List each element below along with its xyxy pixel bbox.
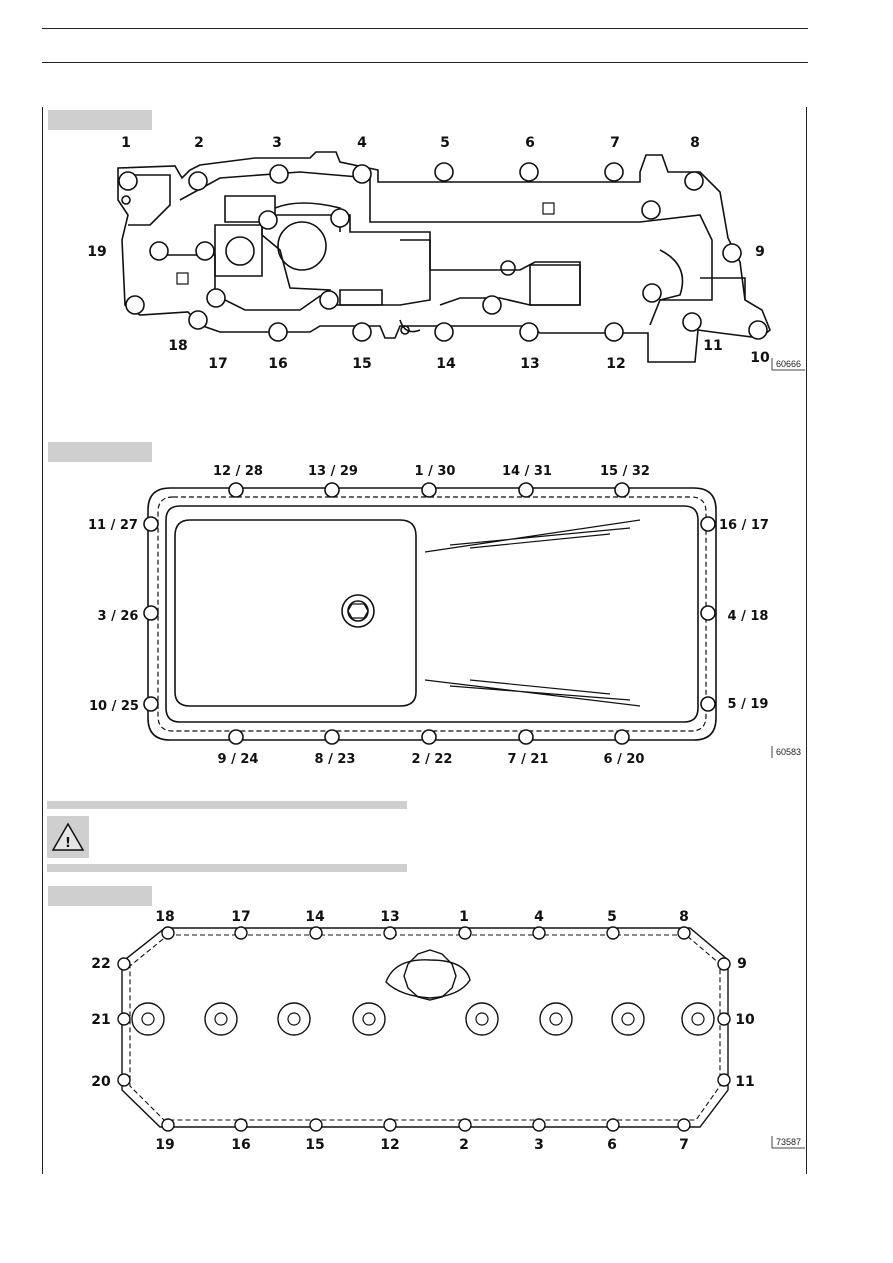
figure-2-ref-code: 60583 xyxy=(776,747,801,757)
fig2-label-13-29: 13 / 29 xyxy=(308,464,358,479)
fig1-label-9: 9 xyxy=(755,244,765,260)
fig1-label-3: 3 xyxy=(272,135,282,151)
figure-1-number-bar xyxy=(48,110,152,130)
figure-1-cylinder-head-diagram: 1 2 3 4 5 6 7 8 9 10 11 12 13 14 15 16 1… xyxy=(87,135,805,372)
fig3-label-1: 1 xyxy=(459,909,469,925)
fig1-label-6: 6 xyxy=(525,135,535,151)
fig2-label-12-28: 12 / 28 xyxy=(213,464,263,479)
fig1-label-10: 10 xyxy=(750,350,770,366)
figure-2-oil-sump-diagram: 12 / 28 13 / 29 1 / 30 14 / 31 15 / 32 1… xyxy=(88,464,801,767)
figure-3-gasket-diagram: 18 17 14 13 1 4 5 8 22 21 20 9 10 11 19 … xyxy=(91,909,805,1153)
fig1-label-5: 5 xyxy=(440,135,450,151)
fig3-label-10: 10 xyxy=(735,1012,755,1028)
figure-3-number-bar xyxy=(48,886,152,906)
fig3-label-15: 15 xyxy=(305,1137,324,1153)
fig3-label-7: 7 xyxy=(679,1137,689,1153)
fig1-label-19: 19 xyxy=(87,244,106,260)
header-rule-bottom xyxy=(42,62,808,63)
fig3-label-3: 3 xyxy=(534,1137,544,1153)
fig1-label-13: 13 xyxy=(520,356,539,372)
fig2-label-9-24: 9 / 24 xyxy=(218,752,259,767)
fig2-label-14-31: 14 / 31 xyxy=(502,464,552,479)
fig3-label-18: 18 xyxy=(155,909,174,925)
warning-bottom-bar xyxy=(47,864,407,872)
fig3-label-13: 13 xyxy=(380,909,399,925)
page-frame-left xyxy=(42,107,43,1174)
fig1-label-15: 15 xyxy=(352,356,371,372)
fig2-label-16-17: 16 / 17 xyxy=(719,518,769,533)
fig1-label-14: 14 xyxy=(436,356,456,372)
fig2-label-7-21: 7 / 21 xyxy=(508,752,549,767)
fig3-label-11: 11 xyxy=(735,1074,754,1090)
fig1-label-17: 17 xyxy=(208,356,227,372)
fig3-label-17: 17 xyxy=(231,909,250,925)
page-frame-right xyxy=(806,107,807,1174)
fig3-label-8: 8 xyxy=(679,909,689,925)
fig2-label-2-22: 2 / 22 xyxy=(412,752,453,767)
fig3-label-16: 16 xyxy=(231,1137,250,1153)
fig3-label-2: 2 xyxy=(459,1137,469,1153)
fig1-label-2: 2 xyxy=(194,135,204,151)
warning-triangle-icon: ! xyxy=(51,822,85,851)
fig2-label-5-19: 5 / 19 xyxy=(728,697,769,712)
fig3-label-12: 12 xyxy=(380,1137,399,1153)
fig3-label-14: 14 xyxy=(305,909,325,925)
fig3-label-19: 19 xyxy=(155,1137,174,1153)
fig2-label-1-30: 1 / 30 xyxy=(415,464,456,479)
fig3-label-6: 6 xyxy=(607,1137,617,1153)
warning-box: ! xyxy=(47,816,89,858)
figure-3-ref-code: 73587 xyxy=(776,1137,801,1147)
fig2-label-11-27: 11 / 27 xyxy=(88,518,138,533)
fig2-label-3-26: 3 / 26 xyxy=(98,609,139,624)
fig1-label-1: 1 xyxy=(121,135,131,151)
fig2-label-4-18: 4 / 18 xyxy=(728,609,769,624)
fig2-label-8-23: 8 / 23 xyxy=(315,752,356,767)
fig1-label-12: 12 xyxy=(606,356,625,372)
fig2-label-6-20: 6 / 20 xyxy=(604,752,645,767)
fig1-label-7: 7 xyxy=(610,135,620,151)
figure-2-number-bar xyxy=(48,442,152,462)
header-rule-top xyxy=(42,28,808,29)
fig2-label-10-25: 10 / 25 xyxy=(89,699,139,714)
fig3-label-20: 20 xyxy=(91,1074,111,1090)
fig3-label-5: 5 xyxy=(607,909,617,925)
fig1-label-4: 4 xyxy=(357,135,367,151)
warning-top-bar xyxy=(47,801,407,809)
fig1-label-18: 18 xyxy=(168,338,187,354)
fig2-label-15-32: 15 / 32 xyxy=(600,464,650,479)
fig1-label-8: 8 xyxy=(690,135,700,151)
fig3-label-21: 21 xyxy=(91,1012,110,1028)
fig3-label-4: 4 xyxy=(534,909,544,925)
fig1-label-11: 11 xyxy=(703,338,722,354)
warning-symbol: ! xyxy=(65,836,71,851)
figure-1-ref-code: 60666 xyxy=(776,359,801,369)
fig3-label-22: 22 xyxy=(91,956,110,972)
fig1-label-16: 16 xyxy=(268,356,287,372)
fig3-label-9: 9 xyxy=(737,956,747,972)
